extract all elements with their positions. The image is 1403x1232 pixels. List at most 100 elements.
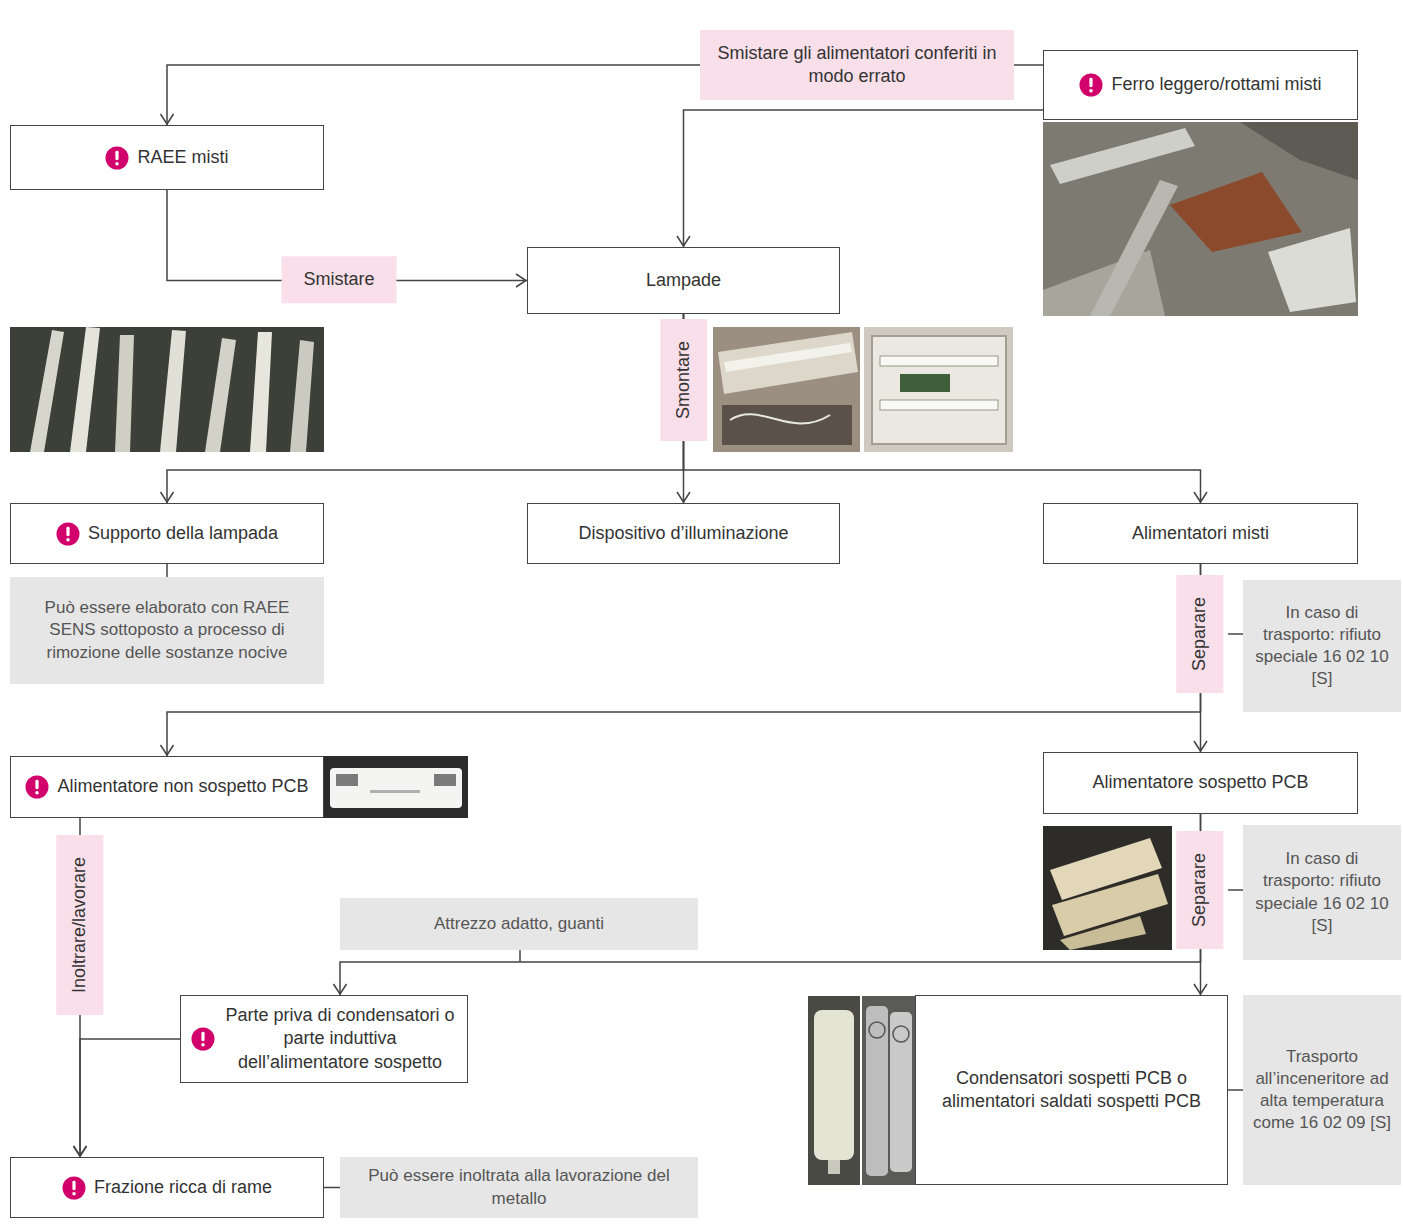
node-label: Parte priva di condensatori o parte indu… [223, 1004, 457, 1074]
node-text: Frazione ricca di rame [94, 1176, 272, 1199]
capacitor-emblem [869, 1022, 885, 1038]
node-label: Lampade [646, 269, 721, 292]
node-text: Lampade [646, 269, 721, 292]
process-box: Condensatori sospetti PCB o alimentatori… [915, 995, 1228, 1185]
connector-line [80, 1039, 180, 1157]
connector [324, 1187, 340, 1188]
pcb-ballast-photo [1043, 826, 1172, 950]
arrow-head [161, 114, 174, 124]
node-label: Può essere elaborato con RAEE SENS sotto… [20, 597, 314, 663]
step-label-box: Smistare gli alimentatori conferiti in m… [700, 30, 1014, 100]
warning-dot [201, 1043, 205, 1047]
warning-dot [72, 1192, 76, 1196]
process-box: Supporto della lampada [10, 503, 324, 564]
scrap-piece [1240, 122, 1358, 180]
warning-bar [72, 1180, 75, 1189]
circuit-board [900, 374, 950, 392]
connector-line [684, 110, 1044, 247]
ballast-terminal [336, 774, 358, 786]
warning-icon [105, 146, 129, 170]
ballast-print [370, 790, 420, 793]
node-text: Alimentatori misti [1132, 522, 1269, 545]
node-content: Può essere elaborato con RAEE SENS sotto… [20, 597, 314, 663]
node-text: Attrezzo adatto, guanti [434, 913, 604, 935]
node-content: Lampade [646, 269, 721, 292]
node-content: Trasporto all’inceneritore ad alta tempe… [1253, 1046, 1391, 1134]
scrap-piece [1050, 128, 1195, 184]
connector-line [1228, 1089, 1243, 1091]
warning-disc [56, 522, 79, 545]
warning-disc [26, 776, 49, 799]
photo-ground [324, 756, 468, 818]
node-text: In caso di trasporto: rifiuto speciale 1… [1253, 602, 1391, 690]
arrow-head [677, 236, 690, 246]
node-label: Condensatori sospetti PCB o alimentatori… [926, 1067, 1217, 1114]
capacitor [814, 1010, 854, 1160]
node-text: Può essere elaborato con RAEE SENS sotto… [20, 597, 314, 663]
arrow-head [677, 492, 690, 502]
node-label: Alimentatori misti [1132, 522, 1269, 545]
capacitor-terminal [828, 1160, 840, 1174]
ballast-body [330, 768, 462, 808]
node-text: RAEE misti [137, 146, 228, 169]
node-text: Supporto della lampada [88, 522, 278, 545]
warning-disc [62, 1176, 85, 1199]
scrap-piece [1268, 228, 1356, 312]
lamp-tube [290, 340, 314, 452]
warning-bar [66, 526, 69, 535]
disassembly-photo [713, 327, 1013, 452]
photo-ground [864, 327, 1013, 452]
leader-line [1228, 633, 1243, 635]
step-label: Separare [1176, 831, 1223, 949]
connector-line [684, 314, 1201, 503]
node-content: In caso di trasporto: rifiuto speciale 1… [1253, 848, 1391, 936]
node-text: Parte priva di condensatori o parte indu… [223, 1004, 457, 1074]
node-label: Alimentatore sospetto PCB [1092, 771, 1308, 794]
arrow-head [1194, 984, 1207, 994]
node-text: Dispositivo d’illuminazione [578, 522, 788, 545]
node-content: RAEE misti [105, 146, 228, 170]
warning-dot [1090, 89, 1094, 93]
capacitor-emblem [893, 1026, 909, 1042]
ballast-body [1060, 916, 1146, 950]
arrow-head [161, 492, 174, 502]
connector [161, 314, 684, 503]
node-content: Alimentatore non sospetto PCB [25, 775, 308, 799]
wire [730, 414, 830, 423]
step-label: Inoltrare/lavorare [56, 835, 103, 1015]
note-box: Trasporto all’inceneritore ad alta tempe… [1243, 995, 1401, 1185]
capacitor [890, 1012, 912, 1172]
note-box: In caso di trasporto: rifiuto speciale 1… [1243, 825, 1401, 960]
step-label: Smistare [281, 256, 396, 303]
node-text: Alimentatore non sospetto PCB [57, 775, 308, 798]
node-label: Supporto della lampada [88, 522, 278, 545]
warning-icon [1079, 73, 1103, 97]
node-content: Parte priva di condensatori o parte indu… [191, 1004, 457, 1074]
connector-line [1014, 64, 1043, 66]
connector-line [167, 65, 700, 125]
connector-line [167, 314, 684, 503]
node-content: Condensatori sospetti PCB o alimentatori… [926, 1067, 1217, 1114]
node-content: Supporto della lampada [56, 522, 278, 546]
lamp-tube [70, 327, 100, 452]
warning-bar [116, 150, 119, 159]
connector [677, 110, 1043, 247]
scrap-photo [1043, 122, 1358, 316]
node-label: Smistare gli alimentatori conferiti in m… [710, 42, 1004, 89]
warning-dot [36, 791, 40, 795]
step-label: Smontare [660, 319, 707, 441]
lamp-housing [872, 336, 1006, 444]
ballast-terminal [434, 774, 456, 786]
lamp-housing [722, 405, 852, 445]
process-box: Alimentatori misti [1043, 503, 1358, 564]
process-box: Alimentatore non sospetto PCB [10, 756, 324, 818]
process-box: Frazione ricca di rame [10, 1157, 324, 1218]
step-label-text: Smistare [303, 269, 374, 289]
node-content: Dispositivo d’illuminazione [578, 522, 788, 545]
photo-ground [713, 327, 860, 452]
process-box: Dispositivo d’illuminazione [527, 503, 840, 564]
process-box: RAEE misti [10, 125, 324, 190]
step-label-text: Smontare [673, 341, 693, 419]
step-label-text: Separare [1189, 853, 1209, 927]
